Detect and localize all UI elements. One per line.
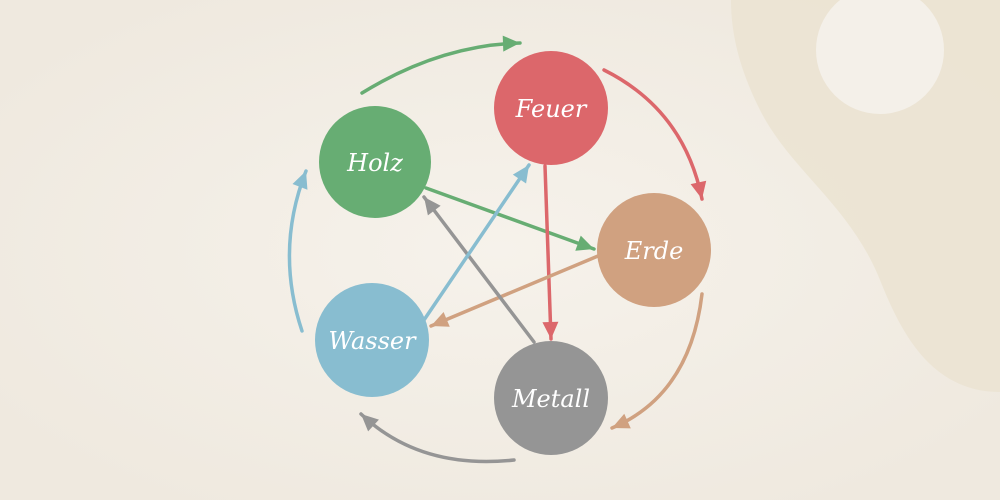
erde-label: Erde	[624, 237, 684, 265]
generating-erde-metall-arrow-line	[610, 292, 704, 430]
controlling-metall-holz-arrowhead	[424, 197, 441, 216]
controlling-wasser-feuer-arrowhead	[512, 165, 529, 184]
node-feuer[interactable]: Feuer	[494, 51, 608, 165]
generating-feuer-erde-arrowhead	[690, 180, 707, 199]
metall-circle	[494, 341, 608, 455]
controlling-erde-wasser-arrow-line	[429, 254, 600, 328]
node-wasser[interactable]: Wasser	[315, 283, 429, 397]
yin-yang-watermark	[731, 0, 1000, 392]
generating-feuer-erde-arrow-line	[602, 68, 704, 201]
generating-metall-wasser-arrow-line	[359, 412, 516, 464]
controlling-holz-erde-arrow-line	[424, 186, 596, 251]
generating-erde-metall-arrowhead	[612, 413, 631, 429]
holz-label: Holz	[346, 149, 403, 177]
generating-metall-wasser-arrowhead	[361, 414, 379, 432]
holz-circle	[319, 106, 431, 218]
generating-wasser-holz-arrow-line	[287, 169, 308, 333]
erde-circle	[597, 193, 711, 307]
yin-yang-dark-half	[731, 0, 1000, 392]
wasser-circle	[315, 283, 429, 397]
controlling-cycle-arrows	[422, 163, 600, 344]
node-erde[interactable]: Erde	[597, 193, 711, 307]
wasser-label: Wasser	[328, 327, 417, 355]
feuer-label: Feuer	[515, 95, 588, 123]
generating-holz-feuer-arrow-line	[360, 41, 522, 95]
controlling-feuer-metall-arrowhead	[542, 321, 559, 339]
controlling-feuer-metall-arrow-line	[543, 164, 553, 341]
node-holz[interactable]: Holz	[319, 106, 431, 218]
controlling-erde-wasser-arrowhead	[431, 312, 450, 327]
yin-yang-light-dot	[816, 0, 944, 114]
metall-label: Metall	[511, 385, 590, 413]
generating-wasser-holz-arrowhead	[292, 171, 308, 190]
node-metall[interactable]: Metall	[494, 341, 608, 455]
feuer-circle	[494, 51, 608, 165]
controlling-holz-erde-arrowhead	[575, 235, 594, 251]
generating-holz-feuer-arrowhead	[502, 35, 520, 52]
generating-cycle-arrows	[287, 35, 707, 464]
controlling-wasser-feuer-arrow-line	[422, 163, 531, 322]
controlling-metall-holz-arrow-line	[422, 195, 536, 344]
